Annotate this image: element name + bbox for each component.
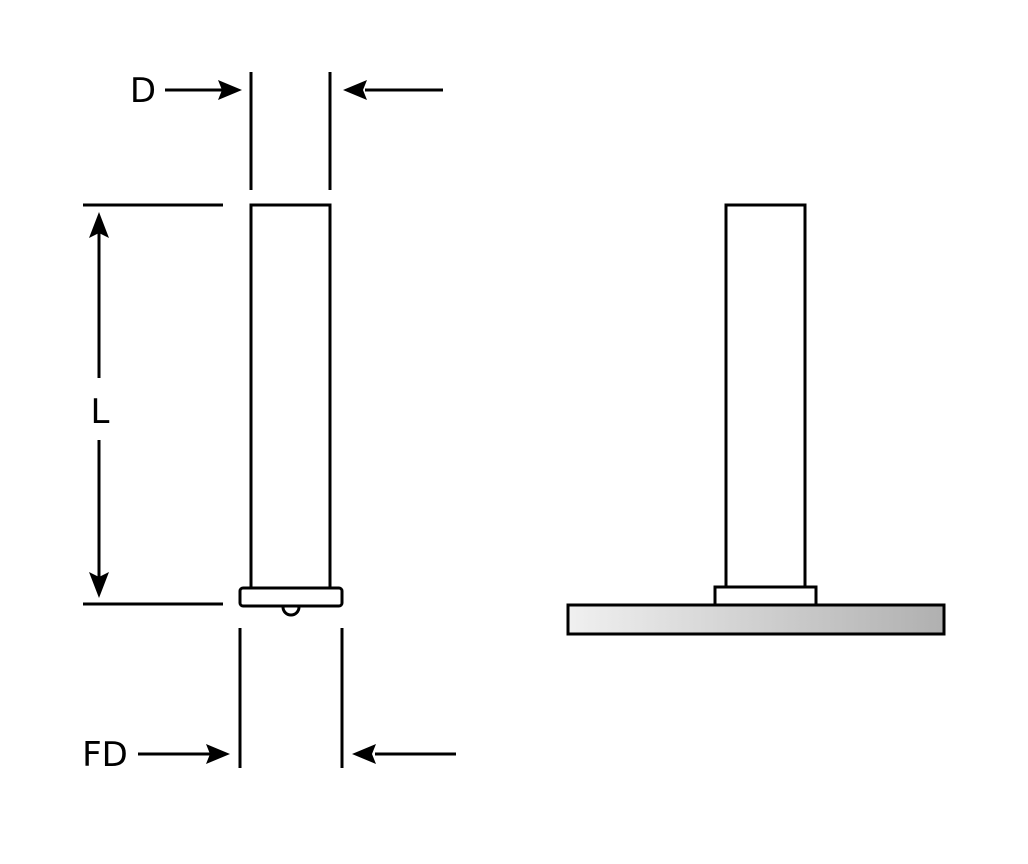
flange-diameter-dimension [138, 628, 456, 768]
length-dimension [83, 203, 223, 606]
label-d: D [130, 71, 156, 111]
stud-flange [713, 585, 818, 607]
stud-shaft [724, 203, 807, 590]
arrow-head-left-icon [343, 80, 367, 100]
label-l: L [91, 392, 110, 432]
base-plate [566, 603, 946, 636]
arrow-head-up-icon [89, 212, 109, 238]
label-fd: FD [82, 735, 128, 775]
weld-tip [281, 606, 301, 617]
stud-flange [238, 586, 344, 608]
arrow-head-left-icon [352, 744, 376, 764]
arrow-head-right-icon [218, 80, 242, 100]
stud-shaft [249, 203, 332, 590]
arrow-head-down-icon [89, 572, 109, 598]
stud-welded-view [566, 203, 946, 636]
stud-side-view [238, 203, 344, 617]
arrow-head-right-icon [206, 744, 230, 764]
diameter-dimension [165, 72, 443, 190]
